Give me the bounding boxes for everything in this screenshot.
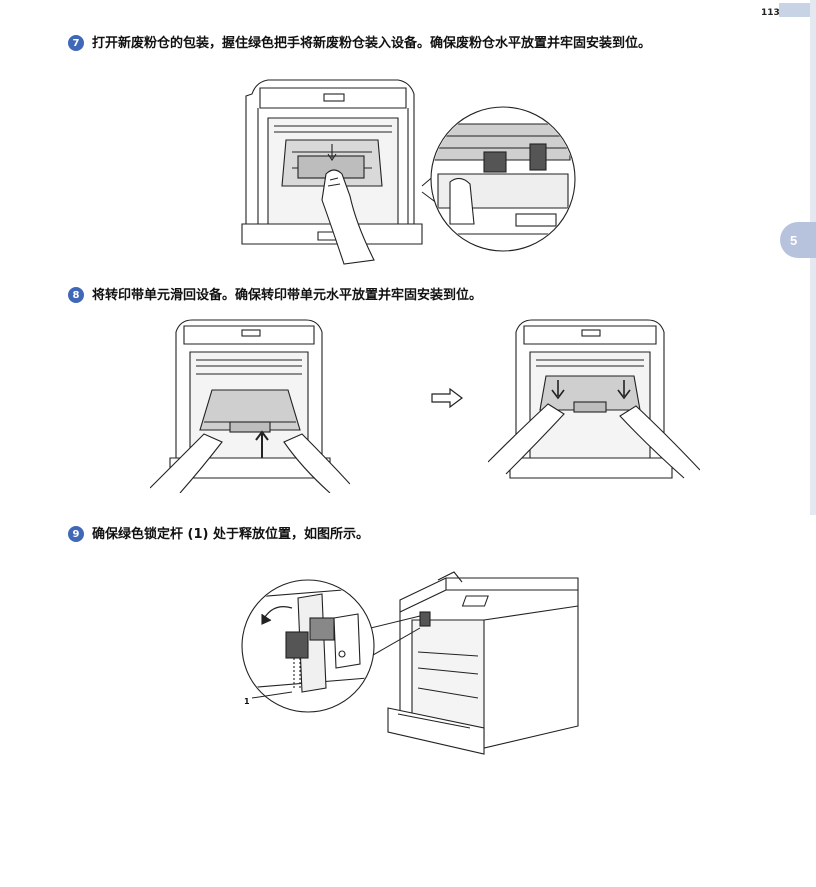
figure-belt-unit-seated	[488, 318, 700, 493]
step-7-number-badge: 7	[68, 35, 84, 51]
arrow-right-icon	[430, 387, 464, 412]
step-8: 8 将转印带单元滑回设备。确保转印带单元水平放置并牢固安装到位。	[68, 286, 768, 305]
page-number: 113	[761, 8, 780, 18]
figure-install-waste-toner-box	[238, 74, 578, 266]
chapter-tab[interactable]: 5	[780, 222, 816, 258]
figure-green-lock-lever	[238, 558, 588, 758]
step-8-text: 将转印带单元滑回设备。确保转印带单元水平放置并牢固安装到位。	[92, 288, 483, 303]
step-7: 7 打开新废粉仓的包装，握住绿色把手将新废粉仓装入设备。确保废粉仓水平放置并牢固…	[68, 34, 768, 53]
figure-belt-unit-slide-in	[150, 318, 350, 493]
lever-callout-label: 1	[244, 697, 250, 706]
step-9-number-badge: 9	[68, 526, 84, 542]
step-9-text: 确保绿色锁定杆 (1) 处于释放位置，如图所示。	[92, 527, 369, 542]
step-9: 9 确保绿色锁定杆 (1) 处于释放位置，如图所示。	[68, 525, 768, 544]
step-7-text: 打开新废粉仓的包装，握住绿色把手将新废粉仓装入设备。确保废粉仓水平放置并牢固安装…	[92, 36, 652, 51]
step-8-number-badge: 8	[68, 287, 84, 303]
header-tab	[779, 3, 816, 17]
